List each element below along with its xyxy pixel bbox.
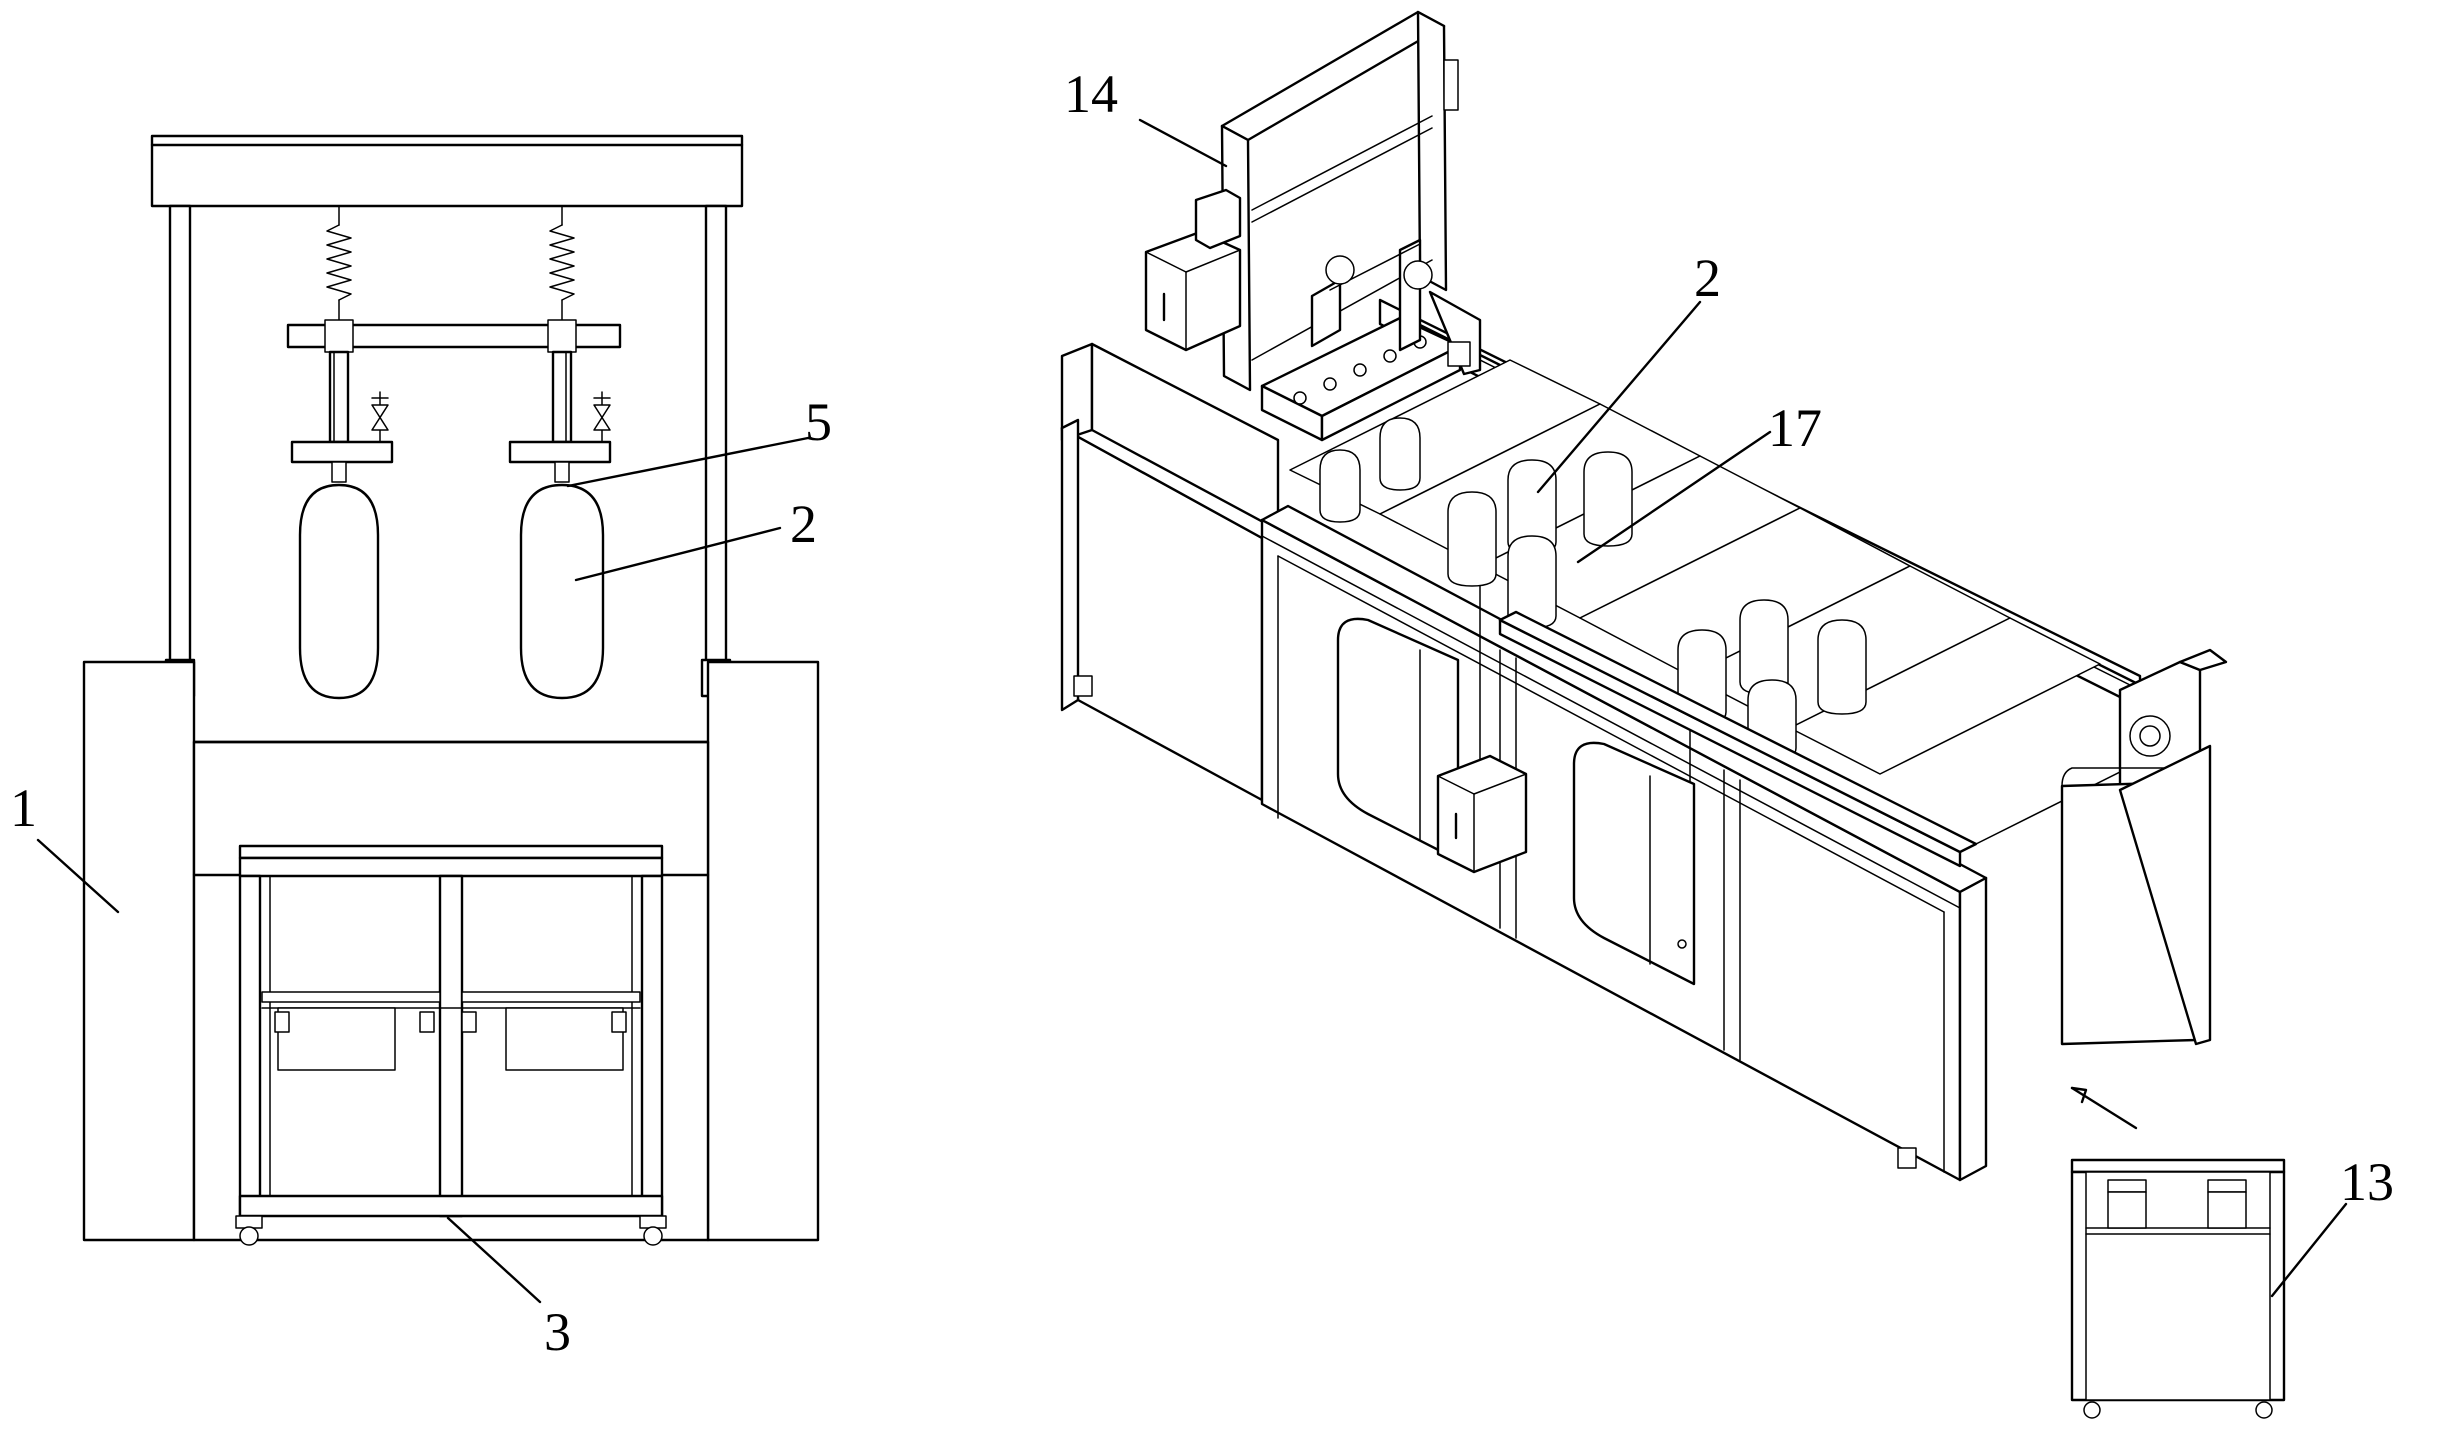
arrow-icon — [2070, 1086, 2138, 1130]
right-valve-icon — [593, 391, 611, 443]
cabinet-left — [1336, 617, 1460, 862]
left-cylinder — [298, 483, 380, 700]
control-box-upper — [1144, 230, 1242, 352]
right-spring — [549, 205, 575, 326]
left-end-panel — [1060, 342, 1280, 802]
label-frame: 1 — [10, 778, 37, 838]
right-cylinder — [519, 483, 605, 700]
label-cylinder-iso: 2 — [1694, 248, 1721, 308]
labels: 1 5 2 3 14 2 17 13 — [10, 64, 2394, 1362]
front-cart — [235, 844, 667, 1246]
side-cart — [2070, 1158, 2286, 1419]
label-lifting-frame: 14 — [1064, 64, 1118, 124]
isometric-view — [1060, 10, 2286, 1419]
housing-right-box — [706, 660, 820, 1242]
left-column — [164, 204, 196, 698]
label-cylinder-front: 2 — [790, 494, 817, 554]
cabinet-right — [1572, 741, 1696, 986]
gantry-head — [1260, 238, 1482, 442]
left-spring — [326, 205, 352, 326]
leader-lines — [36, 118, 2348, 1304]
label-cart-front: 3 — [544, 1302, 571, 1362]
drive-unit — [2060, 648, 2228, 1046]
label-rail: 17 — [1768, 398, 1822, 458]
control-box-lower — [1436, 754, 1528, 874]
housing-left-box — [82, 660, 196, 1242]
rail — [1498, 610, 2169, 868]
top-beam — [150, 134, 744, 208]
cross-plate — [286, 323, 622, 349]
label-cart-side: 13 — [2340, 1152, 2394, 1212]
left-valve-icon — [371, 391, 389, 443]
label-valve: 5 — [805, 392, 832, 452]
front-view — [82, 134, 820, 1246]
right-column — [700, 204, 732, 698]
